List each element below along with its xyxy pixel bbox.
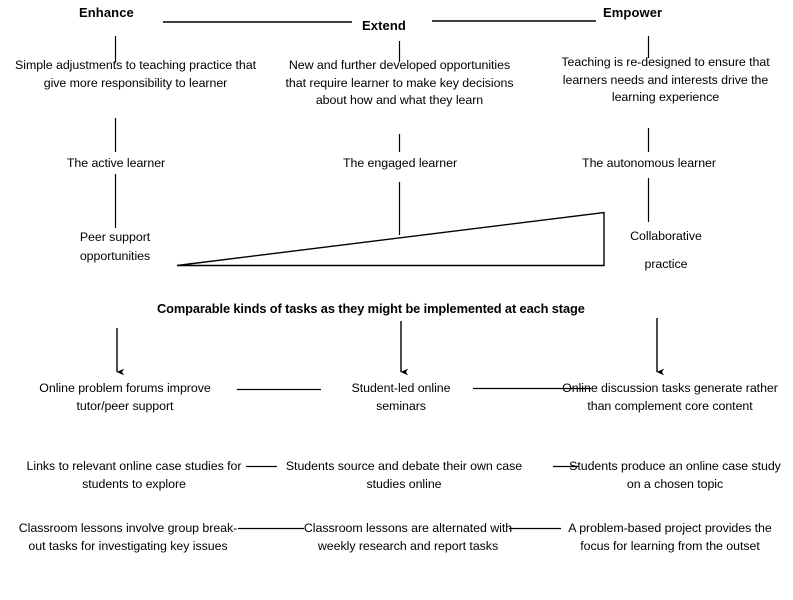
section-title-comparable-tasks: Comparable kinds of tasks as they might … [157,301,585,316]
stage-description-empower: Teaching is re-designed to ensure that l… [561,55,770,104]
task-row-2-cell-3: Students produce an online case study on… [569,459,781,491]
stage-description-enhance: Simple adjustments to teaching practice … [15,58,256,90]
task-row-2-cell-1: Links to relevant online case studies fo… [26,459,242,491]
stage-label-empower: Empower [603,5,663,20]
outcome-collaborative-practice: Collaborative practice [630,229,702,271]
progression-wedge [176,211,605,267]
learner-type-engaged: The engaged learner [342,156,458,170]
task-row-1-cell-3: Online discussion tasks generate rather … [562,381,778,413]
task-row-3-cell-1: Classroom lessons involve group break-ou… [18,521,238,553]
task-row-2-cell-2: Students source and debate their own cas… [285,459,523,491]
task-row-3-cell-3: A problem-based project provides the foc… [568,521,772,553]
task-row-1-cell-1: Online problem forums improve tutor/peer… [39,381,211,413]
stage-label-enhance: Enhance [79,5,134,20]
outcome-peer-support: Peer support opportunities [79,230,151,263]
stage-label-extend: Extend [362,18,406,33]
learner-type-active: The active learner [66,156,166,170]
stage-description-extend: New and further developed opportunities … [285,58,514,107]
task-row-1-cell-2: Student-led online seminars [351,381,451,413]
learner-type-autonomous: The autonomous learner [582,156,716,170]
task-row-3-cell-2: Classroom lessons are alternated with we… [303,521,513,553]
